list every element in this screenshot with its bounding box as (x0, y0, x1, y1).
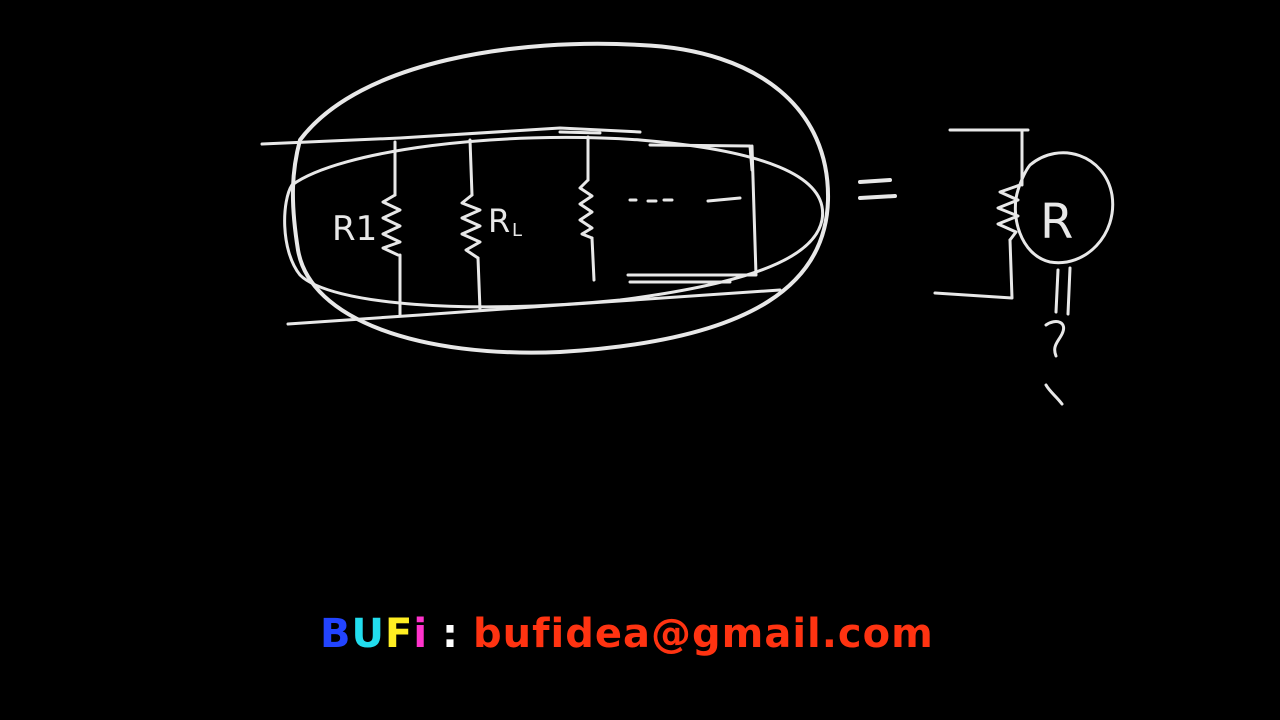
equivalent-resistor (996, 183, 1022, 242)
label-r1: R1 (332, 209, 377, 249)
label-rl: R (488, 202, 510, 240)
brand-name: BUFi (320, 611, 428, 657)
ellipsis-marks (628, 196, 742, 203)
brand-letter: B (320, 611, 352, 657)
brand-letter: U (351, 611, 385, 657)
brand-letter: i (413, 611, 429, 657)
r3-wire (586, 135, 596, 282)
footer-separator: : (442, 611, 460, 657)
equals-sign (858, 178, 897, 200)
bottom-wire (286, 288, 782, 326)
right-branch (626, 144, 758, 284)
outer-ellipse (290, 41, 831, 355)
rl-resistor (460, 193, 482, 260)
label-rl-subscript: L (512, 220, 522, 241)
contact-email[interactable]: bufidea@gmail.com (473, 611, 934, 657)
rl-wire (468, 138, 482, 312)
r3-resistor (578, 178, 594, 240)
req-circle (1013, 151, 1115, 265)
r1-resistor (381, 193, 402, 257)
req-equality (1054, 266, 1072, 316)
r1-wire (393, 140, 402, 317)
footer-credit: BUFi : bufidea@gmail.com (320, 606, 934, 662)
label-req: R (1040, 194, 1073, 250)
top-wire (260, 126, 642, 146)
inner-ellipse (283, 135, 825, 309)
brand-letter: F (384, 611, 414, 657)
question-mark (1044, 320, 1065, 406)
